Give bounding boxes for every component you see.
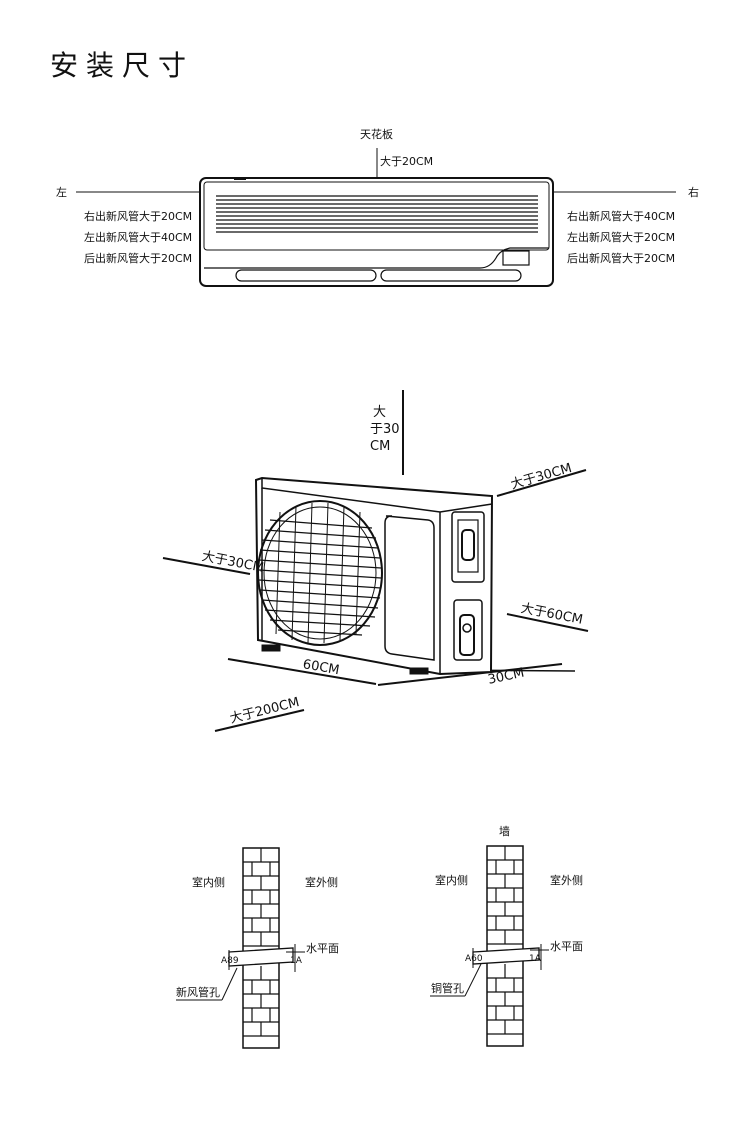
right-note-1: 右出新风管大于40CM <box>567 210 676 223</box>
diameter-label-right: A60 <box>465 954 483 964</box>
depth-dimension-label: 30CM <box>487 665 526 687</box>
outdoor-unit-diagram <box>162 390 589 732</box>
diameter-label-left: A89 <box>221 956 239 966</box>
fan-guard-inner <box>263 506 377 640</box>
indoor-unit-louver-left <box>235 269 377 282</box>
indoor-unit-louver-right <box>380 269 522 282</box>
outdoor-unit-top-edge <box>261 478 493 513</box>
level-label-left: 水平面 <box>306 942 339 955</box>
left-side-label: 左 <box>56 186 67 199</box>
indoor-unit-panel-curve <box>204 247 549 269</box>
left-clearance-line <box>162 557 251 575</box>
wall-label: 墙 <box>499 825 510 838</box>
left-note-2: 左出新风管大于40CM <box>84 231 193 244</box>
fresh-air-hole-label: 新风管孔 <box>176 986 220 999</box>
outdoor-unit-side-panel <box>384 515 435 661</box>
front-clearance-line <box>214 709 305 732</box>
back-clearance-label: 大于30CM <box>509 461 574 493</box>
front-clearance-label: 大于200CM <box>228 695 301 727</box>
service-valve-upper <box>461 529 475 561</box>
indoor-unit-front-panel <box>203 181 550 251</box>
service-valve-lower <box>459 614 475 656</box>
indoor-unit-body <box>199 177 554 287</box>
wall-right-bricks <box>487 846 523 1035</box>
fan-grille-lines <box>258 519 382 636</box>
ceiling-label: 天花板 <box>360 128 393 141</box>
width-dimension-line <box>227 658 377 685</box>
fan-guard <box>257 500 383 646</box>
indoor-unit-grille <box>216 195 538 233</box>
wall-left-bricks <box>243 848 279 1037</box>
indoor-unit-diagram <box>76 148 676 287</box>
wall-diagram-left <box>176 847 305 1049</box>
outdoor-side-label-right: 室外侧 <box>550 874 583 887</box>
slope-label-right: 1A <box>529 954 541 964</box>
outdoor-side-label-left: 室外侧 <box>305 876 338 889</box>
foot-front-left <box>261 644 281 652</box>
top-clearance-line-1: 大 <box>373 405 387 420</box>
foot-front-right <box>409 667 429 675</box>
left-note-1: 右出新风管大于20CM <box>84 210 193 223</box>
right-note-3: 后出新风管大于20CM <box>567 252 676 265</box>
indoor-side-label-left: 室内侧 <box>192 876 225 889</box>
valve-cover-inner <box>457 519 479 573</box>
wall-diagram-right <box>430 845 549 1047</box>
hole-leader-right <box>464 963 482 997</box>
hole-leader-left <box>221 967 238 1001</box>
indoor-side-label-right: 室内侧 <box>435 874 468 887</box>
back-clearance-line <box>496 469 587 497</box>
indoor-unit-display-window <box>502 250 530 266</box>
depth-dimension-line <box>377 663 563 686</box>
copper-pipe-hole-label: 铜管孔 <box>431 982 464 995</box>
level-label-right: 水平面 <box>550 940 583 953</box>
right-side-label: 右 <box>688 186 699 199</box>
right-clearance-line <box>506 613 589 632</box>
slope-label-left: 1A <box>290 956 302 966</box>
valve-port <box>462 623 472 633</box>
top-clearance-line-3: CM <box>370 439 391 454</box>
right-note-2: 左出新风管大于20CM <box>567 231 676 244</box>
valve-cover <box>451 511 485 583</box>
left-note-3: 后出新风管大于20CM <box>84 252 193 265</box>
page-title: 安装尺寸 <box>50 49 195 82</box>
ceiling-clearance-label: 大于20CM <box>380 155 434 168</box>
top-clearance-line-2: 于30 <box>370 422 400 437</box>
valve-cover-lower <box>453 599 483 661</box>
width-dimension-label: 60CM <box>302 657 341 678</box>
fan-grille-vertical <box>275 502 361 644</box>
outdoor-unit-body <box>254 476 494 676</box>
